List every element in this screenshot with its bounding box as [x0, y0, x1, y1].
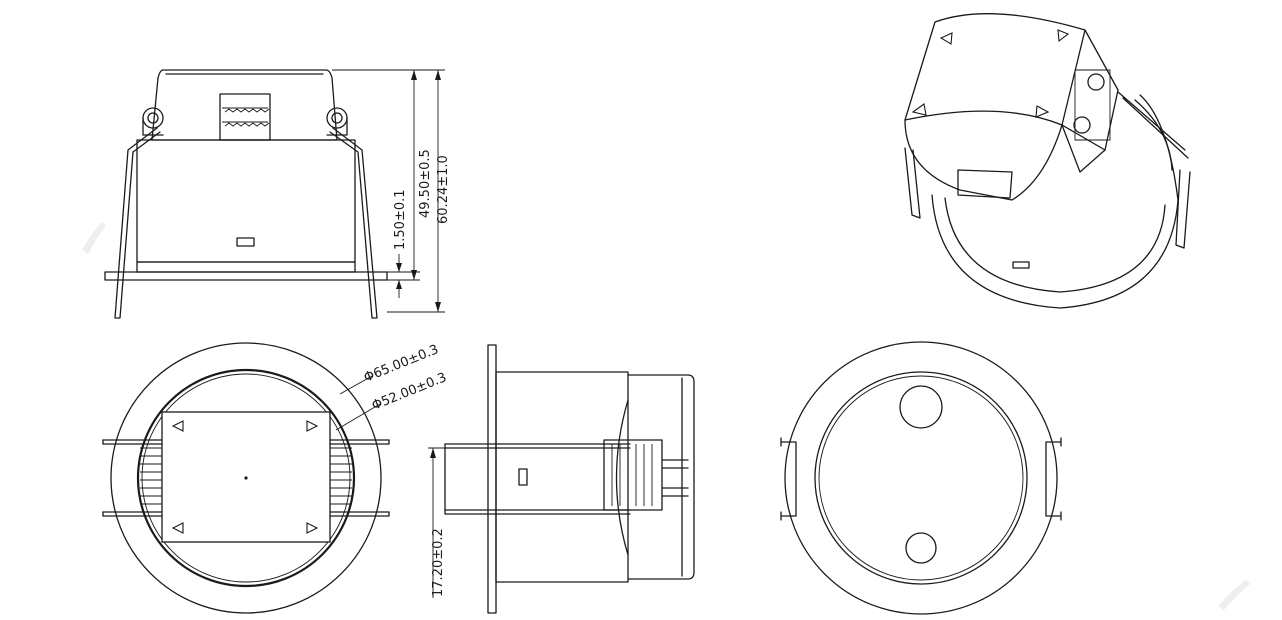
- top-plan-view: Φ65.00±0.3 Φ52.00±0.3: [102, 342, 449, 614]
- dim-clip-height: 17.20±0.2: [431, 528, 446, 597]
- isometric-view: [904, 13, 1191, 309]
- dim-height-total: 60.24±1.0: [436, 155, 451, 224]
- dim-height-inner: 49.50±0.5: [418, 149, 433, 218]
- bottom-plan-view: [780, 341, 1062, 615]
- watermark-mark-left: [82, 222, 106, 254]
- front-elevation-view: 1.50±0.1 49.50±0.5 60.24±1.0: [104, 69, 451, 319]
- watermark-mark-right: [1218, 580, 1250, 610]
- dim-flange-thickness: 1.50±0.1: [393, 189, 408, 250]
- side-elevation-view: 17.20±0.2: [428, 344, 695, 614]
